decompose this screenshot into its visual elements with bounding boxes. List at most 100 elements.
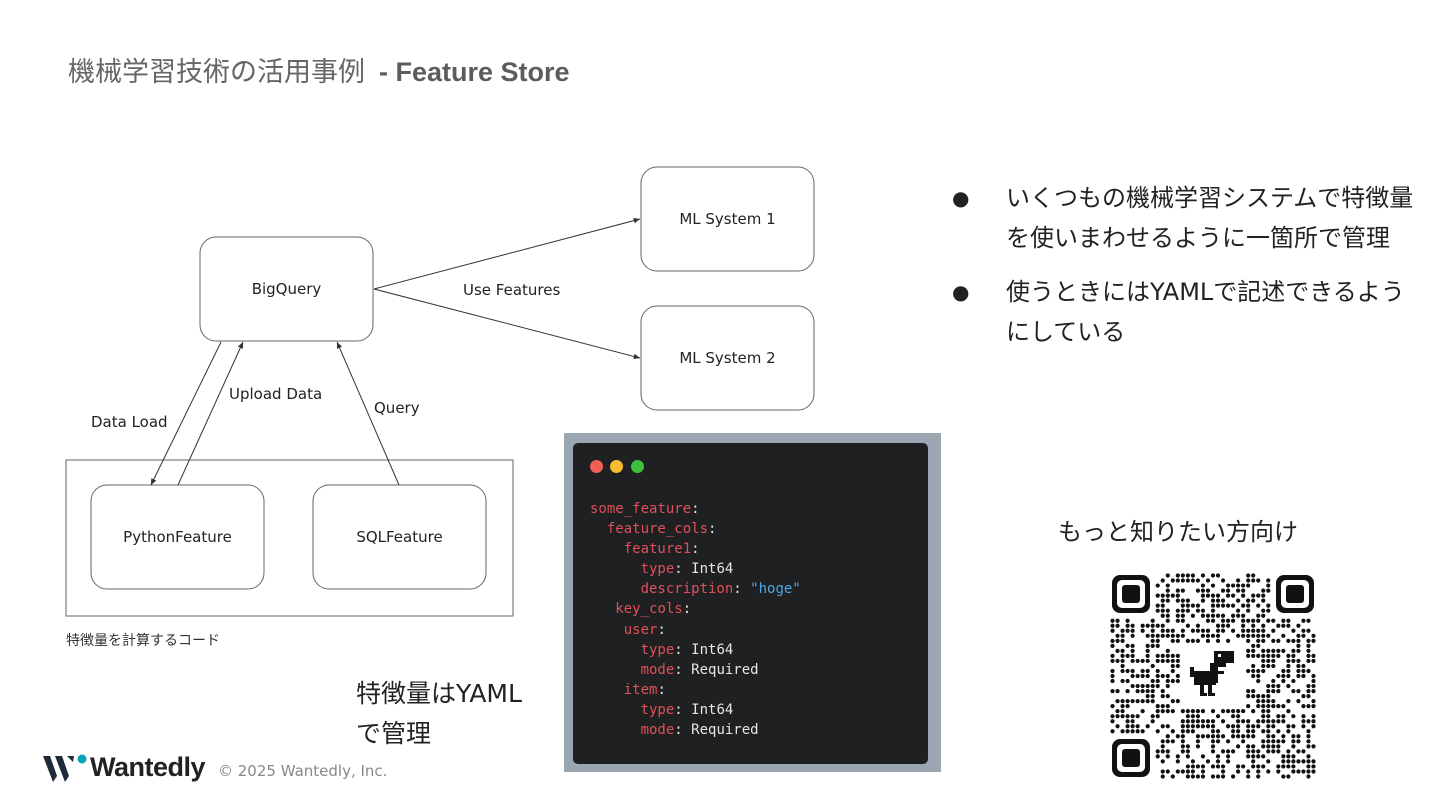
qr-module — [1306, 769, 1311, 774]
qr-module — [1256, 769, 1261, 774]
qr-module — [1110, 623, 1115, 628]
qr-module — [1246, 729, 1251, 734]
qr-module — [1185, 578, 1190, 583]
qr-module — [1296, 734, 1301, 739]
qr-module — [1195, 714, 1201, 719]
qr-module — [1185, 603, 1190, 608]
qr-module — [1165, 769, 1170, 774]
qr-finder-top-right — [1276, 575, 1314, 613]
qr-module — [1246, 769, 1251, 774]
code-key: user — [623, 621, 658, 638]
qr-module — [1230, 714, 1236, 719]
qr-module — [1291, 678, 1296, 684]
qr-module — [1160, 673, 1165, 679]
qr-module — [1220, 618, 1226, 623]
qr-module — [1251, 668, 1256, 674]
qr-module — [1145, 643, 1150, 648]
qr-code-icon[interactable] — [1110, 573, 1316, 779]
qr-module — [1130, 643, 1135, 648]
qr-module — [1175, 588, 1180, 593]
qr-finder-bottom-left — [1112, 739, 1150, 777]
qr-module — [1175, 618, 1180, 623]
qr-module — [1246, 653, 1251, 659]
qr-module — [1190, 774, 1196, 779]
qr-module — [1190, 769, 1196, 774]
qr-module — [1251, 734, 1256, 739]
qr-module — [1266, 749, 1271, 754]
qr-module — [1281, 764, 1286, 769]
qr-module — [1190, 613, 1196, 618]
qr-module — [1291, 744, 1296, 749]
qr-module — [1286, 683, 1291, 689]
qr-module — [1281, 668, 1286, 674]
qr-module — [1256, 719, 1261, 724]
code-window: some_feature: feature_cols: feature1: ty… — [573, 443, 928, 764]
qr-module — [1251, 693, 1256, 699]
qr-module — [1190, 729, 1196, 734]
qr-module — [1160, 628, 1165, 633]
qr-module — [1155, 593, 1160, 598]
qr-module — [1266, 739, 1271, 744]
qr-module — [1185, 709, 1190, 714]
qr-module — [1155, 623, 1160, 628]
qr-module — [1175, 613, 1180, 618]
qr-module — [1145, 683, 1150, 689]
qr-module — [1195, 578, 1201, 583]
qr-module — [1291, 688, 1296, 694]
qr-module — [1291, 648, 1296, 653]
qr-module — [1170, 663, 1175, 669]
qr-module — [1256, 774, 1261, 779]
qr-module — [1135, 683, 1140, 689]
bullet-mark: ● — [952, 280, 970, 304]
qr-module — [1291, 764, 1296, 769]
qr-module — [1115, 699, 1120, 704]
qr-module — [1135, 699, 1140, 704]
node-ml-system-2: ML System 2 — [679, 349, 776, 367]
qr-module — [1246, 774, 1251, 779]
qr-module — [1205, 719, 1211, 724]
code-value: Int64 — [682, 561, 734, 578]
qr-module — [1165, 704, 1170, 709]
qr-module — [1251, 623, 1256, 628]
qr-module — [1236, 588, 1241, 593]
qr-module — [1200, 608, 1206, 613]
qr-module — [1271, 648, 1276, 653]
qr-module — [1160, 749, 1165, 754]
qr-module — [1175, 578, 1180, 583]
qr-module — [1180, 608, 1185, 613]
qr-module — [1145, 623, 1150, 628]
feature-store-diagram — [65, 166, 815, 617]
qr-module — [1291, 759, 1296, 764]
qr-module — [1115, 724, 1120, 729]
qr-module — [1165, 608, 1170, 613]
qr-module — [1215, 734, 1221, 739]
qr-module — [1130, 729, 1135, 734]
qr-module — [1296, 668, 1301, 674]
qr-module — [1296, 769, 1301, 774]
qr-module — [1225, 638, 1231, 643]
qr-module — [1155, 683, 1160, 689]
qr-module — [1281, 623, 1286, 628]
qr-module — [1110, 719, 1115, 724]
qr-module — [1125, 668, 1130, 674]
qr-module — [1165, 588, 1170, 593]
qr-module — [1155, 678, 1160, 684]
qr-module — [1215, 714, 1221, 719]
code-line: mode: Required — [640, 722, 759, 739]
qr-module — [1205, 734, 1211, 739]
qr-module — [1271, 744, 1276, 749]
qr-module — [1185, 774, 1190, 779]
qr-module — [1195, 734, 1201, 739]
qr-module — [1306, 688, 1311, 694]
qr-module — [1286, 764, 1291, 769]
qr-module — [1266, 653, 1271, 659]
qr-module — [1246, 648, 1251, 653]
qr-module — [1311, 633, 1316, 638]
qr-module — [1195, 764, 1201, 769]
qr-module — [1306, 739, 1311, 744]
qr-module — [1311, 744, 1316, 749]
qr-module — [1120, 714, 1125, 719]
qr-module — [1251, 663, 1256, 669]
qr-module — [1271, 699, 1276, 704]
qr-module — [1140, 729, 1145, 734]
